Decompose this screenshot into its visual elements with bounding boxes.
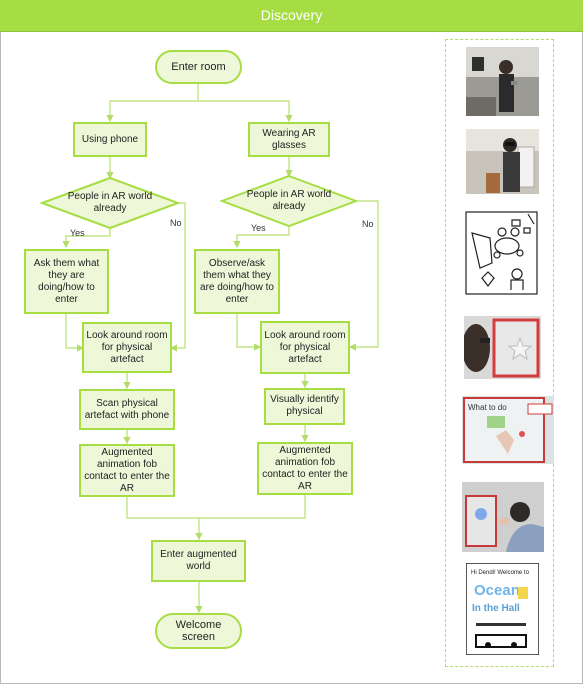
enter-world-node: Enter augmented world	[151, 540, 246, 582]
left-decision-label: People in AR world already	[67, 191, 153, 214]
welcome-line2-text: Ocean	[474, 582, 520, 599]
reference-images-panel	[445, 39, 554, 667]
welcome-screen-sketch: Hi Dendi! Welcome to Ocean In the Hall	[466, 563, 539, 655]
welcome-line1-text: Hi Dendi! Welcome to	[471, 570, 530, 576]
wearing-glasses-node: Wearing AR glasses	[248, 122, 330, 157]
using-phone-node: Using phone	[73, 122, 147, 157]
ar-overlay-photo: What to do	[462, 396, 554, 464]
group-sketch	[462, 208, 541, 298]
scan-node: Scan physical artefact with phone	[79, 389, 175, 430]
welcome-line3-text: In the Hall	[472, 603, 520, 614]
connector-start-left	[106, 83, 199, 123]
person-with-phone-photo	[466, 47, 539, 116]
connector-right-merge	[195, 495, 306, 541]
start-node: Enter room	[155, 50, 242, 84]
connector-left-ask-look	[65, 313, 85, 352]
right-augment-node: Augmented animation fob contact to enter…	[257, 442, 353, 495]
overlay-title-text: What to do	[468, 403, 507, 412]
left-ask-node: Ask them what they are doing/how to ente…	[24, 249, 109, 314]
connector-start-right	[198, 100, 293, 123]
end-node: Welcome screen	[155, 613, 242, 649]
person-with-ar-glasses-photo	[466, 129, 539, 194]
identify-node: Visually identify physical	[264, 388, 345, 425]
left-yes-label: Yes	[70, 228, 85, 238]
right-look-node: Look around room for physical artefact	[260, 321, 350, 374]
connector-right-no	[348, 200, 379, 351]
right-no-label: No	[362, 219, 374, 229]
right-decision-label: People in AR world already	[246, 189, 332, 212]
fob-contact-photo	[462, 482, 544, 552]
header-divider	[0, 31, 583, 32]
right-decision-diamond	[219, 174, 359, 228]
connector-left-yes	[62, 225, 111, 249]
left-augment-node: Augmented animation fob contact to enter…	[79, 444, 175, 497]
star-artefact-photo	[464, 316, 541, 379]
connector-right-yes	[233, 225, 290, 249]
right-yes-label: Yes	[251, 223, 266, 233]
left-no-label: No	[170, 218, 182, 228]
left-decision-diamond	[39, 176, 181, 230]
left-look-node: Look around room for physical artefact	[82, 322, 172, 373]
connector-left-merge	[126, 497, 199, 519]
page-title: Discovery	[0, 0, 583, 31]
right-ask-node: Observe/ask them what they are doing/how…	[194, 249, 280, 314]
connector-right-ask-look	[236, 313, 262, 351]
